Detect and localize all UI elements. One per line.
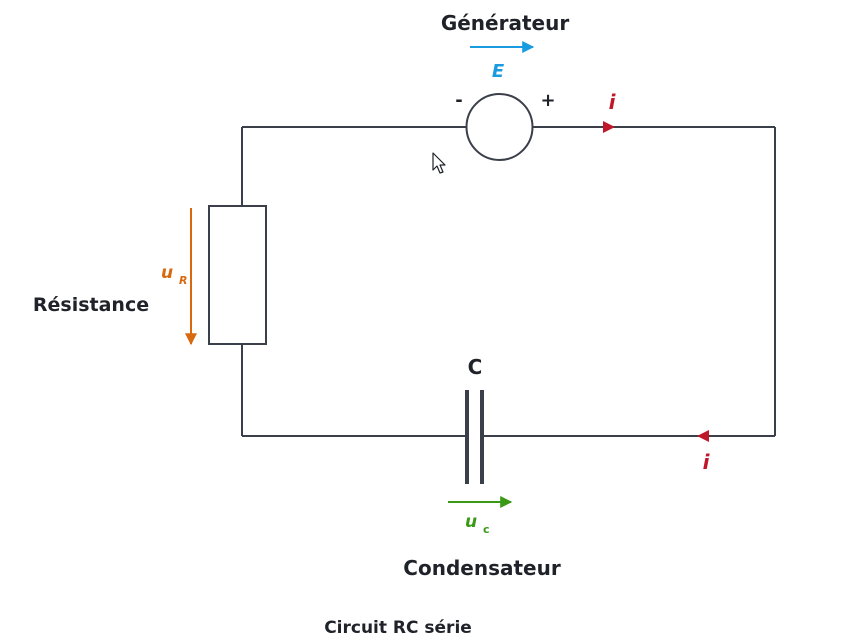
emf-label: E: [492, 61, 505, 82]
generator-symbol: [465, 93, 534, 161]
current-label-bottom: i: [703, 450, 711, 474]
u-r-main: u: [161, 263, 173, 283]
capacitor-label: Condensateur: [403, 556, 561, 580]
resistor-label: Résistance: [33, 294, 149, 316]
generator-label: Générateur: [441, 11, 570, 35]
generator-minus-label: -: [455, 90, 462, 111]
current-arrow-top: [603, 121, 615, 133]
u-c-main: u: [465, 512, 477, 532]
current-label-top: i: [609, 90, 617, 114]
current-arrow-bottom: [697, 430, 709, 442]
resistor-symbol: [208, 205, 267, 345]
diagram-caption: Circuit RC série: [324, 618, 472, 638]
circuit-wires: [241, 126, 776, 437]
u-r-label: u R: [161, 263, 188, 287]
u-c-sub: c: [483, 523, 490, 536]
u-c-label: u c: [465, 512, 490, 536]
u-r-sub: R: [179, 274, 187, 287]
mouse-pointer-icon: [432, 152, 446, 174]
generator-plus-label: +: [540, 90, 555, 111]
capacitor-symbol-label: C: [468, 355, 483, 379]
